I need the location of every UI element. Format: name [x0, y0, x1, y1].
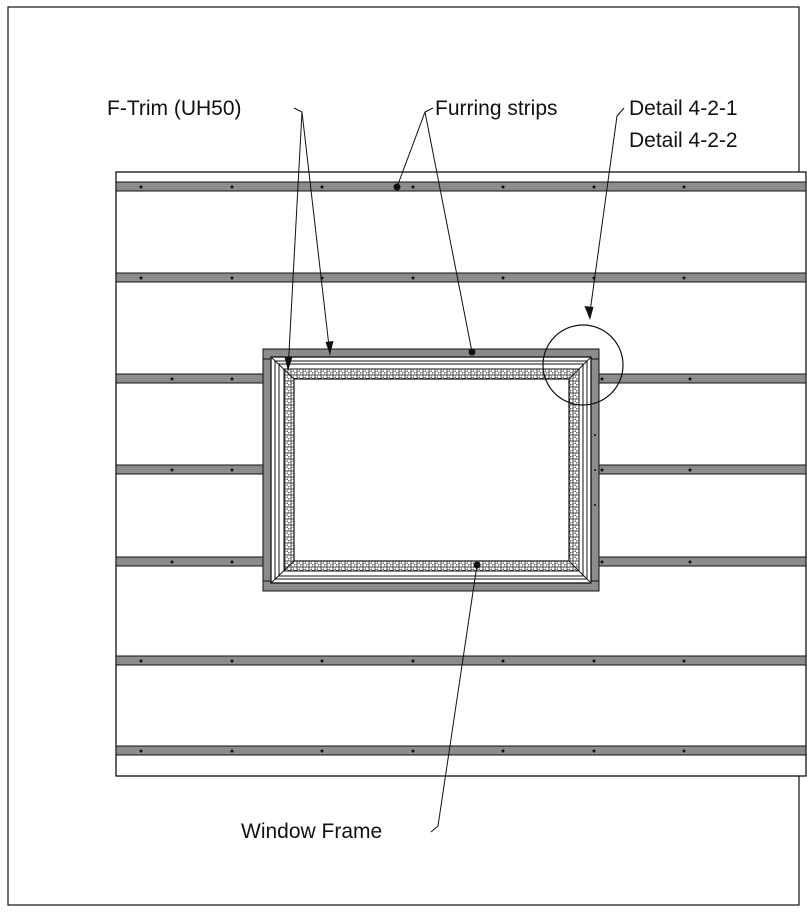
leader-lines: [287, 107, 625, 833]
f-trim-label: F-Trim (UH50): [107, 97, 242, 120]
furring-strip-right: [597, 373, 807, 384]
window-frame-label: Window Frame: [241, 820, 382, 843]
furring-strip-right: [597, 556, 807, 567]
furring-leader: [424, 111, 473, 353]
arrowhead: [284, 357, 293, 371]
window-frame-leader: [430, 564, 478, 833]
furring-strip-right: [597, 464, 807, 475]
detail-leader: [589, 107, 625, 313]
frame-fasteners: [594, 434, 596, 506]
window-assembly: [262, 348, 600, 592]
window-opening: [293, 378, 570, 562]
furring-strip: [115, 272, 807, 283]
furring-strips-split: [115, 373, 807, 567]
furring-strips-full: [115, 181, 807, 756]
furring-strips-label: Furring strips: [435, 97, 558, 120]
detail-label-1: Detail 4-2-1: [629, 97, 738, 120]
detail-callout-circle: [542, 324, 624, 406]
window-furring-left: [262, 358, 272, 582]
furring-strip: [115, 181, 807, 192]
arrowhead: [584, 306, 594, 320]
arrowhead: [325, 341, 334, 355]
furring-strip-left: [115, 373, 265, 384]
f-trim-line: [274, 360, 588, 580]
frame-miter-lines: [270, 356, 592, 584]
detail-label-2: Detail 4-2-2: [629, 129, 738, 152]
f-trim-leader: [301, 111, 331, 356]
f-trim-line: [278, 363, 584, 577]
furring-strip: [115, 745, 807, 756]
leader-arrowheads: [284, 306, 594, 371]
furring-strip: [115, 655, 807, 666]
furring-strip-left: [115, 556, 265, 567]
furring-strip-left: [115, 464, 265, 475]
